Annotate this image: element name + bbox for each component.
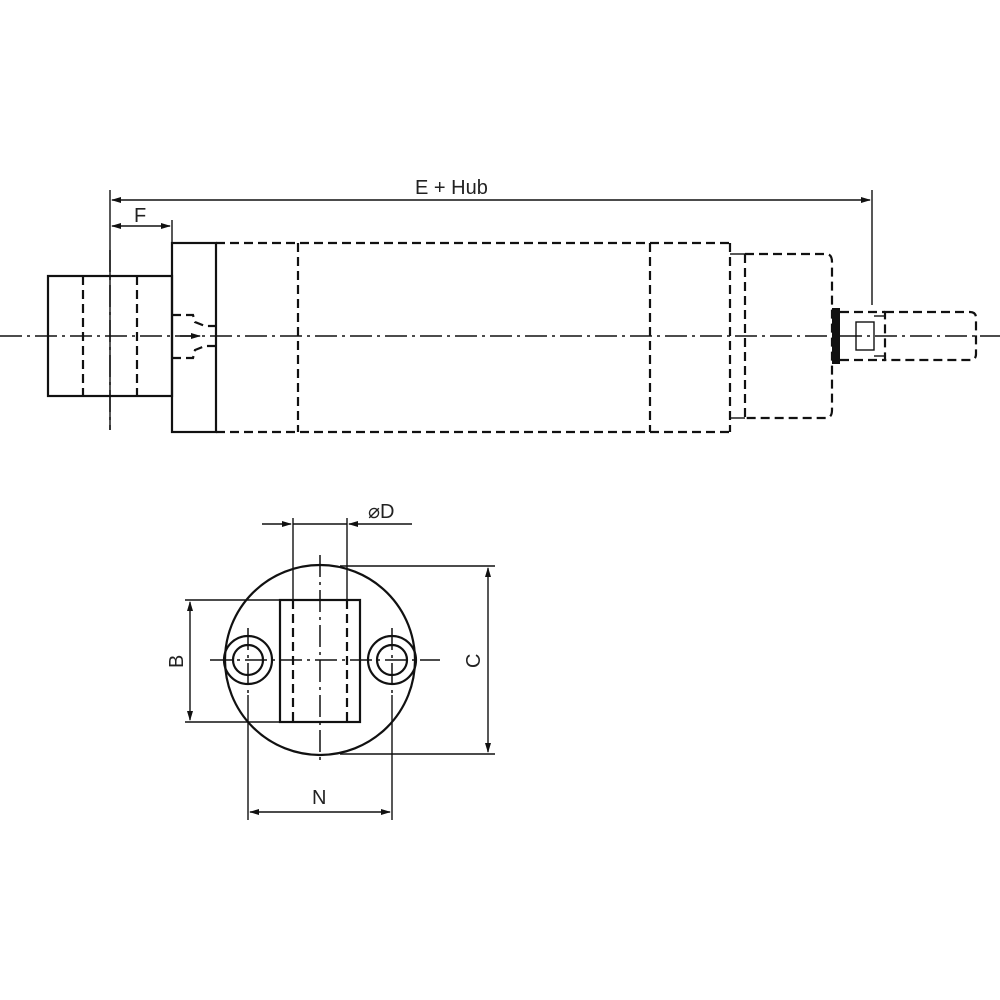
piston-rod	[840, 310, 978, 362]
label-n: N	[312, 787, 326, 809]
rod-seal	[832, 308, 840, 364]
dimension-overall-length: E + Hub	[109, 177, 873, 430]
dimension-b: B	[166, 599, 280, 723]
left-mounting-hole	[222, 628, 274, 695]
dimension-n: N	[247, 695, 393, 820]
center-block	[278, 555, 362, 765]
right-mounting-hole	[366, 628, 418, 695]
label-f: F	[134, 205, 146, 227]
dimension-od: ⌀D	[262, 501, 412, 600]
dimension-f: F	[111, 205, 173, 244]
cylinder-barrel	[216, 241, 732, 434]
rear-mount-block	[46, 250, 174, 430]
label-e-plus-hub: E + Hub	[415, 177, 488, 199]
end-view: ⌀D B C N	[166, 501, 495, 820]
dimension-c: C	[340, 565, 495, 755]
rod-nut	[855, 321, 875, 351]
side-view: E + Hub F	[0, 177, 1000, 434]
label-c: C	[463, 654, 485, 668]
label-od: ⌀D	[368, 501, 394, 523]
label-b: B	[166, 655, 188, 668]
rear-end-cap	[170, 241, 218, 434]
front-end-cap	[730, 252, 840, 420]
